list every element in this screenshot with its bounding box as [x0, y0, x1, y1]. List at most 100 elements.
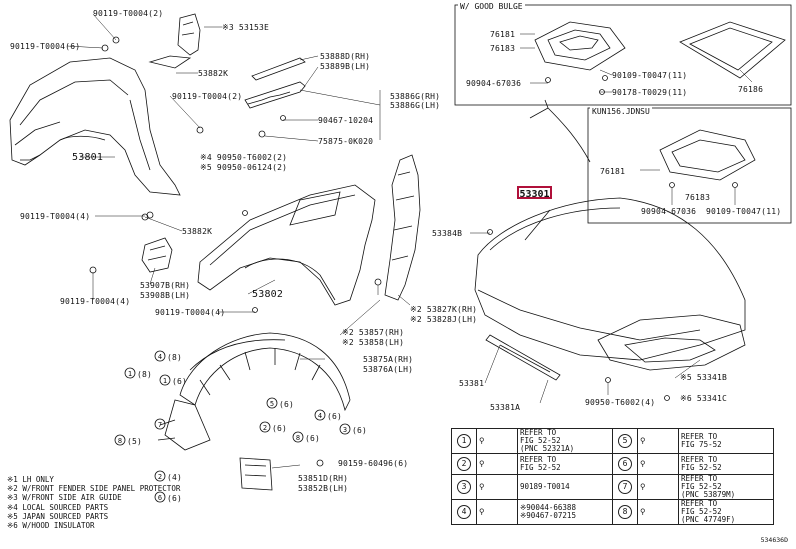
svg-text:4: 4: [318, 412, 322, 420]
label-53886g-rh: 53886G(RH): [390, 92, 441, 101]
label-76183-top: 76183: [490, 44, 516, 53]
variant-box-kun156: [587, 107, 792, 224]
svg-text:8: 8: [118, 437, 122, 445]
qty-c1-8: (8): [137, 370, 153, 379]
svg-text:1: 1: [163, 377, 167, 385]
svg-text:8: 8: [296, 434, 300, 442]
label-53341b: ※5 53341B: [680, 373, 728, 382]
label-5-90950: ※5 90950-06124(2): [200, 163, 288, 172]
label-53802: 53802: [252, 289, 284, 300]
label-53341c: ※6 53341C: [680, 394, 728, 403]
svg-text:3: 3: [343, 426, 347, 434]
leader-lines: [66, 13, 753, 469]
support-53827k: [374, 154, 421, 301]
svg-text:2: 2: [158, 473, 162, 481]
label-53888d: 53888D(RH): [320, 52, 371, 61]
callout-circles: [114, 350, 351, 503]
note-3: ※3 W/FRONT SIDE AIR GUIDE: [7, 493, 122, 503]
label-53858: ※2 53858(LH): [342, 338, 405, 347]
note-2: ※2 W/FRONT FENDER SIDE PANEL PROTECTOR: [7, 484, 181, 494]
label-90119-t0004-4: 90119-T0004(4): [20, 212, 91, 221]
arrow-to-hood: [538, 112, 588, 167]
ref-number: 7: [618, 480, 632, 494]
qty-c4-6: (6): [327, 412, 343, 421]
ref-text: ※90044-66388※90467-07215: [517, 499, 613, 525]
callout-numbers: 411 782 654 283: [118, 353, 347, 502]
label-53889b: 53889B(LH): [320, 62, 371, 71]
ref-number: 4: [457, 505, 471, 519]
label-90178: 90178-T0029(11): [612, 88, 688, 97]
label-53857: ※2 53857(RH): [342, 328, 405, 337]
note-5: ※5 JAPAN SOURCED PARTS: [7, 511, 109, 521]
qty-c2-4: (4): [167, 473, 183, 482]
label-53875a: 53875A(RH): [363, 355, 414, 364]
svg-text:7: 7: [158, 421, 162, 429]
svg-text:2: 2: [263, 424, 267, 432]
variant-label-kun156: KUN156.JDNSU: [590, 107, 652, 116]
hood-scoop-76181-top: [534, 21, 626, 95]
highlighted-part-53301[interactable]: 53301: [517, 186, 552, 200]
bracket-53907b: [141, 237, 173, 273]
bracket-53882k-top: [148, 55, 192, 69]
label-76186: 76186: [738, 85, 764, 94]
ref-number: 5: [618, 434, 632, 448]
label-53828j: ※2 53828J(LH): [410, 315, 478, 324]
air-guide-53153e: [112, 13, 201, 56]
clip-icon: ⚲: [476, 428, 518, 454]
label-53851d: 53851D(RH): [298, 474, 349, 483]
figure-id: 534636D: [760, 536, 788, 544]
footnotes: ※1 LH ONLY ※2 W/FRONT FENDER SIDE PANEL …: [7, 475, 180, 530]
front-fender-53802: [89, 184, 376, 313]
label-76181-mid: 76181: [600, 167, 626, 176]
label-90950-t6002: 90950-T6002(4): [585, 398, 656, 407]
label-53827k: ※2 53827K(RH): [410, 305, 478, 314]
label-53381a: 53381A: [490, 403, 521, 412]
clip-icon: ⚲: [476, 453, 518, 475]
ref-number: 1: [457, 434, 471, 448]
qty-c4-8: (8): [167, 353, 183, 362]
label-53876a: 53876A(LH): [363, 365, 414, 374]
qty-c8-5: (5): [127, 437, 143, 446]
clip-icon: ⚲: [476, 474, 518, 500]
label-53882k-mid: 53882K: [182, 227, 213, 236]
label-53908b: 53908B(LH): [140, 291, 191, 300]
variant-label-wood-bulge: W/ GOOD BULGE: [458, 2, 525, 11]
arrow-outline: [529, 99, 591, 163]
label-76181-top: 76181: [490, 30, 516, 39]
label-53882k-top: 53882K: [198, 69, 229, 78]
label-90119-t0004-2b: 90119-T0004(2): [172, 92, 243, 101]
svg-text:6: 6: [158, 494, 162, 502]
variant-box-wood-bulge: [454, 4, 792, 106]
label-90109-mid: 90109-T0047(11): [706, 207, 782, 216]
label-53886g-lh: 53886G(LH): [390, 101, 441, 110]
ref-row: 4 ⚲ ※90044-66388※90467-07215 8 ⚲ REFER T…: [451, 499, 774, 525]
svg-text:1: 1: [128, 370, 132, 378]
label-53852b: 53852B(LH): [298, 484, 349, 493]
label-53384b: 53384B: [432, 229, 463, 238]
note-4: ※4 LOCAL SOURCED PARTS: [7, 502, 109, 512]
clip-icon: ⚲: [637, 499, 679, 525]
label-90109-top: 90109-T0047(11): [612, 71, 688, 80]
label-4-90950: ※4 90950-T6002(2): [200, 153, 288, 162]
hood-53301: [474, 197, 746, 361]
label-90119-t0004-6: 90119-T0004(6): [10, 42, 81, 51]
svg-text:5: 5: [270, 400, 274, 408]
qty-c2-6b: (6): [305, 434, 321, 443]
clip-icon: ⚲: [637, 453, 679, 475]
ref-number: 2: [457, 457, 471, 471]
label-90159: 90159-60496(6): [338, 459, 409, 468]
front-fender-53801: [9, 44, 204, 219]
ref-number: 8: [618, 505, 632, 519]
label-90904-top: 90904-67036: [466, 79, 522, 88]
label-90119-t0004-4c: 90119-T0004(4): [155, 308, 226, 317]
mudguard-53851d: [239, 457, 324, 491]
